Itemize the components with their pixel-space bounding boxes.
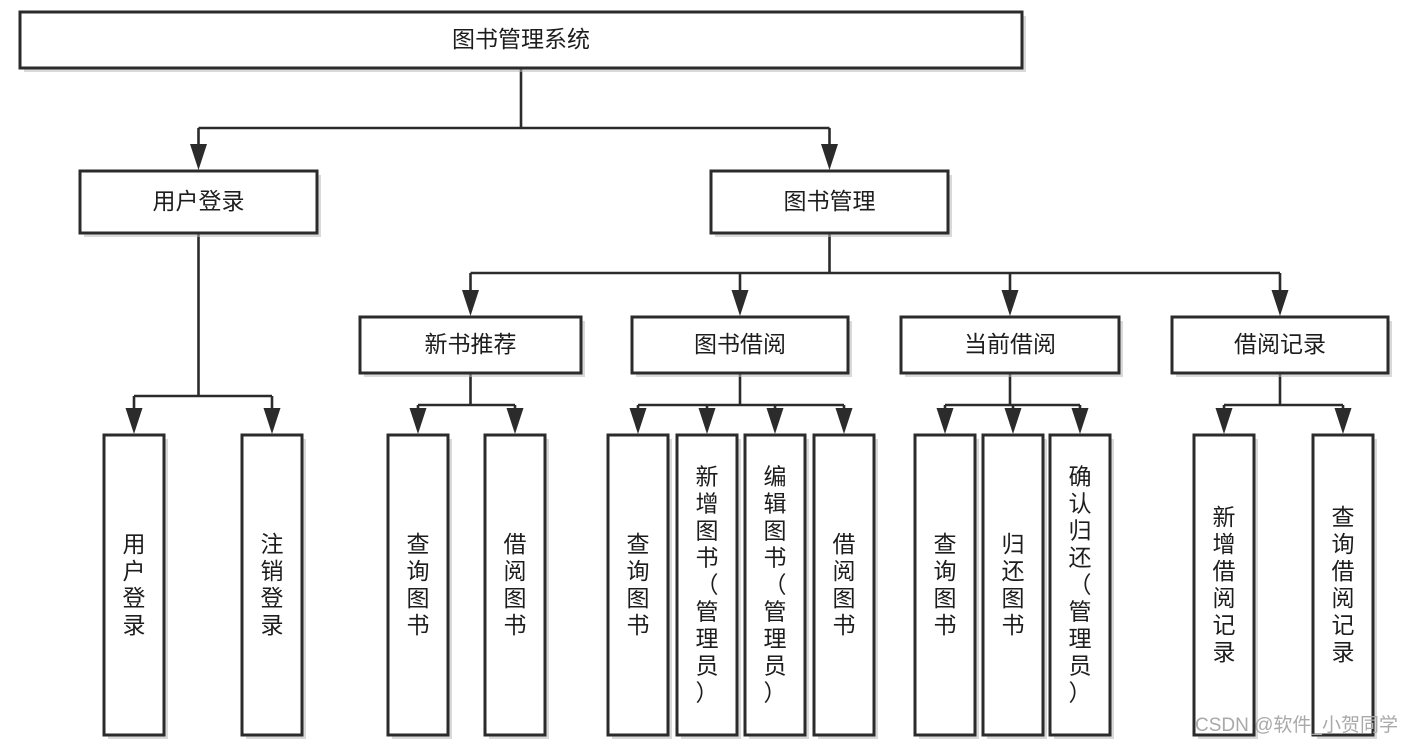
node-box — [630, 315, 850, 375]
node-leaf-borrow-do[interactable]: 借阅图书 — [812, 433, 878, 739]
node-label: 归还图书 — [1002, 531, 1025, 638]
node-user-login[interactable]: 用户登录 — [78, 169, 321, 237]
node-box — [812, 433, 876, 737]
node-label: 借阅图书 — [504, 531, 527, 638]
csdn-watermark: CSDN @软件_小贺同学 — [1195, 714, 1398, 736]
node-book-manage[interactable]: 图书管理 — [709, 169, 952, 237]
node-box — [913, 433, 977, 737]
node-label: 查询图书 — [627, 531, 650, 638]
node-label: 查询借阅记录 — [1332, 504, 1355, 665]
node-new-book-rec[interactable]: 新书推荐 — [358, 315, 585, 377]
arrow-head-icon — [462, 290, 479, 316]
node-label: 确认归还（管理员） — [1069, 464, 1092, 706]
node-leaf-rec-query[interactable]: 查询图书 — [386, 433, 452, 739]
arrow-head-icon — [766, 408, 784, 434]
connector-layer — [125, 68, 1352, 434]
node-leaf-rec-borrow[interactable]: 借阅图书 — [483, 433, 549, 739]
node-box — [709, 169, 950, 235]
arrow-head-icon — [698, 408, 716, 434]
node-label: 借阅图书 — [833, 531, 856, 638]
node-borrow-record[interactable]: 借阅记录 — [1170, 315, 1392, 377]
node-leaf-rec-search[interactable]: 查询借阅记录 — [1311, 433, 1377, 739]
arrow-head-icon — [190, 144, 207, 170]
arrow-head-icon — [1215, 408, 1233, 434]
node-box — [483, 433, 547, 737]
node-box — [743, 433, 807, 737]
node-leaf-borrow-edit[interactable]: 编辑图书（管理员） — [743, 433, 809, 739]
arrow-head-icon — [835, 408, 853, 434]
node-layer: 图书管理系统用户登录图书管理新书推荐图书借阅当前借阅借阅记录用户登录注销登录查询… — [18, 10, 1392, 739]
arrow-head-icon — [506, 408, 524, 434]
arrow-head-icon — [125, 408, 143, 434]
node-box — [102, 433, 166, 737]
node-leaf-rec-add[interactable]: 新增借阅记录 — [1192, 433, 1258, 739]
node-label: 图书管理 — [784, 188, 876, 214]
arrow-head-icon — [821, 144, 838, 170]
node-leaf-borrow-add[interactable]: 新增图书（管理员） — [675, 433, 741, 739]
node-box — [675, 433, 739, 737]
node-book-borrow[interactable]: 图书借阅 — [630, 315, 852, 377]
arrow-head-icon — [409, 408, 427, 434]
node-label: 当前借阅 — [964, 331, 1056, 357]
node-label: 编辑图书（管理员） — [764, 464, 787, 706]
node-label: 借阅记录 — [1234, 331, 1326, 357]
node-label: 用户登录 — [123, 531, 146, 638]
node-leaf-logout[interactable]: 注销登录 — [240, 433, 306, 739]
node-label: 新书推荐 — [425, 331, 517, 357]
arrow-head-icon — [936, 408, 954, 434]
node-box — [899, 315, 1121, 375]
node-box — [606, 433, 670, 737]
node-box — [18, 10, 1024, 70]
node-label: 新增图书（管理员） — [696, 464, 719, 706]
arrow-head-icon — [1001, 290, 1019, 316]
arrow-head-icon — [263, 408, 281, 434]
node-box — [1192, 433, 1256, 737]
node-root[interactable]: 图书管理系统 — [18, 10, 1026, 72]
node-label: 查询图书 — [407, 531, 430, 638]
node-box — [358, 315, 583, 375]
node-leaf-borrow-query[interactable]: 查询图书 — [606, 433, 672, 739]
arrow-head-icon — [1004, 408, 1022, 434]
node-label: 注销登录 — [261, 531, 284, 638]
node-current-borrow[interactable]: 当前借阅 — [899, 315, 1123, 377]
node-label: 用户登录 — [153, 188, 245, 214]
node-box — [1311, 433, 1375, 737]
node-leaf-cur-return[interactable]: 归还图书 — [981, 433, 1047, 739]
node-box — [386, 433, 450, 737]
node-box — [1048, 433, 1112, 737]
arrow-head-icon — [1071, 408, 1089, 434]
node-box — [1170, 315, 1390, 375]
node-leaf-user-login[interactable]: 用户登录 — [102, 433, 168, 739]
arrow-head-icon — [1334, 408, 1352, 434]
node-label: 查询图书 — [934, 531, 957, 638]
node-label: 图书管理系统 — [452, 26, 590, 52]
arrow-head-icon — [1271, 290, 1289, 316]
arrow-head-icon — [731, 290, 749, 316]
node-label: 图书借阅 — [694, 331, 786, 357]
node-label: 新增借阅记录 — [1213, 504, 1236, 665]
node-leaf-cur-query[interactable]: 查询图书 — [913, 433, 979, 739]
node-box — [981, 433, 1045, 737]
arrow-head-icon — [629, 408, 647, 434]
node-box — [78, 169, 319, 235]
node-leaf-cur-confirm[interactable]: 确认归还（管理员） — [1048, 433, 1114, 739]
node-box — [240, 433, 304, 737]
